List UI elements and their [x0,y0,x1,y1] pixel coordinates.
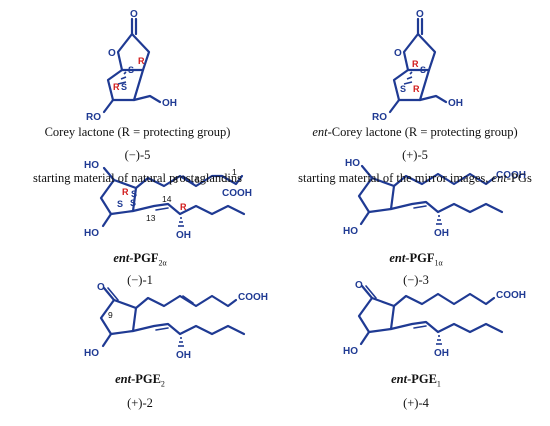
pge1-hydroxyl-15: OH [434,348,449,359]
pgf2a-locant: 6 [173,175,178,185]
pgf2a-locant: 5 [195,175,200,185]
ent-corey-stereo-label: R [413,84,420,94]
pge2-hydroxyl-15: OH [176,350,191,361]
ent-corey-hydroxyl: OH [448,98,463,109]
corey-carbonyl-oxygen: O [130,9,138,20]
ent-pge1-structure: O HO OH COOH [343,280,526,359]
pgf1a-name-subscript: 1α [434,258,443,268]
pgf2a-hydroxyl-top: HO [84,160,99,171]
pge1-name: ent-PGE1 [376,372,456,392]
pge2-locant: 9 [108,310,113,320]
ent-pge2-structure: O HO OH COOH 9 [84,282,268,361]
ent-prefix: ent [113,251,130,265]
corey-stereo-label: R [138,56,145,66]
pge2-compound-number: (+)-2 [127,396,153,410]
ent-corey-compound-number: (+)-5 [402,148,428,162]
pgf2a-stereo-label: S [130,198,136,208]
ent-corey-role-suffix: -PGs [506,171,532,185]
corey-caption: Corey lactone (R = protecting group) [44,125,231,139]
pge1-name-subscript: 1 [436,379,441,389]
pge2-name: ent-PGE2 [100,372,180,392]
pge1-compound-number: (+)-4 [403,396,429,410]
pgf1a-hydroxyl-top: HO [345,158,360,169]
corey-ring-oxygen: O [108,48,116,59]
pgf2a-carboxyl: COOH [222,188,252,199]
ent-corey-stereo-label: S [420,65,426,75]
ent-pgf1a-structure: HO HO OH COOH [343,158,526,239]
pgf1a-name: ent-PGF1α [376,251,456,271]
pgf2a-locant: 13 [146,213,156,223]
corey-stereo-label: S [128,65,134,75]
pge2-ketone-oxygen: O [97,282,105,293]
pgf2a-stereo-label: R [122,187,129,197]
corey-compound-number: (−)-5 [124,148,151,162]
pge2-hydroxyl-11: HO [84,348,99,359]
pge1-hydroxyl-11: HO [343,346,358,357]
pgf1a-hydroxyl-15: OH [434,228,449,239]
ent-corey-role: starting material of the mirror images, … [280,171,550,185]
pge1-carboxyl: COOH [496,290,526,301]
pgf2a-stereo-label: R [180,202,187,212]
ent-prefix: ent [389,251,406,265]
pge2-carboxyl: COOH [238,292,268,303]
corey-role: starting material of natural prostagland… [33,171,242,185]
pgf2a-hydroxyl-bottom: HO [84,228,99,239]
pgf2a-hydroxyl-15: OH [176,230,191,241]
pgf2a-locant: 14 [162,194,172,204]
ent-corey-ring-oxygen: O [394,48,402,59]
ent-corey-role-text: starting material of the mirror images, [298,171,492,185]
ent-corey-caption-text: -Corey lactone (R = protecting group) [327,125,518,139]
pgf2a-stereo-label: S [131,189,137,199]
pge1-ketone-oxygen: O [355,280,363,291]
ent-prefix: ent [115,372,132,386]
ent-corey-caption: ent-Corey lactone (R = protecting group) [290,125,540,139]
corey-lactone-structure: O O S R R S RO OH [86,9,177,123]
corey-hydroxyl: OH [162,98,177,109]
ent-corey-stereo-label: S [400,84,406,94]
ent-corey-stereo-label: R [412,59,419,69]
ent-corey-lactone-structure: O O R S S R RO OH [372,9,463,123]
ent-pgf2a-structure: HO HO OH COOH 1 5 6 13 14 R S S S R [84,160,252,241]
ent-prefix: ent [391,372,408,386]
pge2-name-subscript: 2 [160,379,165,389]
corey-ro-group: RO [86,112,101,123]
pgf2a-name-subscript: 2α [158,258,167,268]
pgf2a-name: ent-PGF2α [100,251,180,271]
pgf2a-locant: 1 [232,167,237,177]
pgf2a-stereo-label: S [117,199,123,209]
pge1-name-main: -PGE [407,372,437,386]
ent-prefix: ent [312,125,328,139]
ent-corey-ro-group: RO [372,112,387,123]
pgf1a-hydroxyl-bottom: HO [343,226,358,237]
pgf1a-carboxyl: COOH [496,170,526,181]
pgf1a-compound-number: (−)-3 [403,273,429,287]
corey-stereo-label: R [113,82,120,92]
ent-prefix: ent [491,171,507,185]
pgf1a-name-main: -PGF [405,251,435,265]
pgf2a-name-main: -PGF [129,251,159,265]
pge2-name-main: -PGE [131,372,161,386]
ent-corey-carbonyl-oxygen: O [416,9,424,20]
pgf2a-compound-number: (−)-1 [127,273,153,287]
corey-stereo-label: S [121,82,127,92]
